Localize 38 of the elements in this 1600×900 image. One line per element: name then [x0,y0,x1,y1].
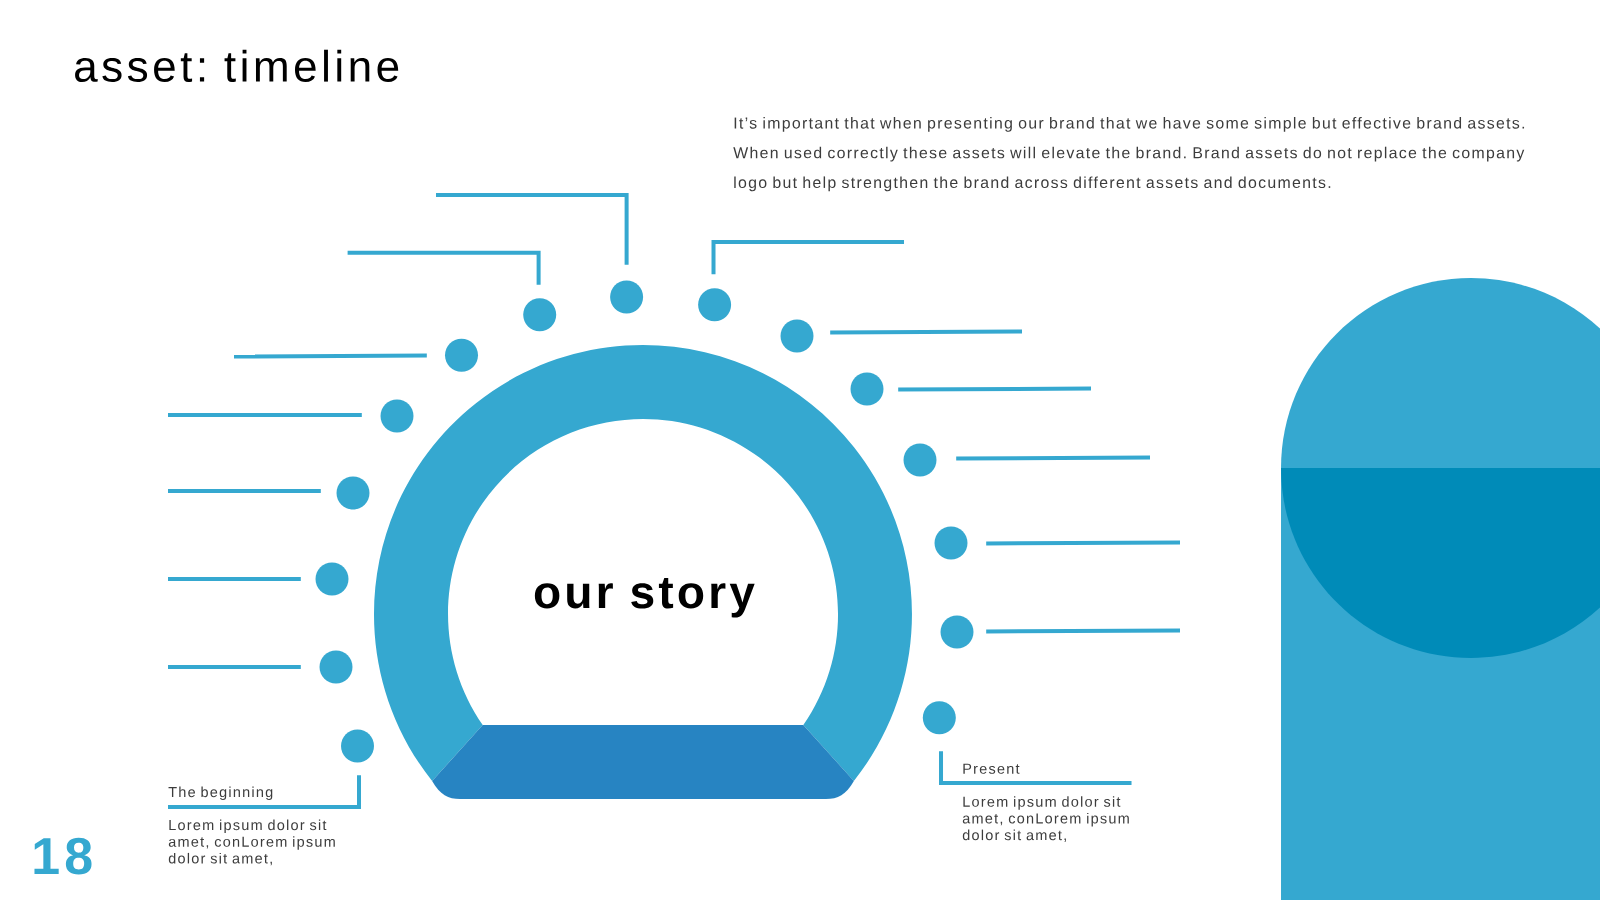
leader-line [168,577,301,581]
timeline-dot [380,399,414,433]
timeline-dot [780,319,814,353]
timeline-text: Lorem ipsum dolor sit amet, conLorem ipsum dolor sit amet, [962,796,1129,842]
intro-paragraph: It’s important that when presenting our brand that we have some simple but effective brand assets. When used correctly these assets will elevate the brand. Brand assets do not replace the company logo but help strengthen the brand across different assets and documents. [733,117,1525,192]
slide-title: asset: timeline [75,49,399,83]
timeline-dot [523,298,557,332]
timeline-dot [445,338,478,372]
timeline-dot [903,443,937,477]
leader-line [168,413,362,417]
leader-line [956,455,1151,461]
timeline-dot [336,476,370,510]
leader-line [986,628,1181,634]
leader-line [347,250,541,285]
timeline-dot [922,701,956,735]
timeline-dot [934,526,968,560]
story-arch: our story [374,345,912,799]
leader-line [168,775,361,809]
leader-line [711,240,904,275]
timeline-dot [698,288,732,322]
leader-line [168,489,321,493]
leader-line [898,386,1091,392]
leader-line [168,665,301,669]
timeline-dot [850,372,884,406]
leader-line [986,540,1180,546]
timeline-dot [319,650,353,684]
page-number: 18 [34,837,92,875]
timeline-heading: Present [963,763,1020,774]
leader-line [830,329,1022,335]
timeline-dot [610,280,644,314]
leader-line [436,193,629,265]
timeline-heading: The beginning [168,786,273,800]
timeline-dot [315,562,349,596]
timeline-text: Lorem ipsum dolor sit amet, conLorem ipsum dolor sit amet, [168,819,335,866]
timeline-dot [341,729,374,763]
leader-line [939,751,1132,785]
leader-line [234,353,427,359]
timeline-dot [940,615,974,649]
